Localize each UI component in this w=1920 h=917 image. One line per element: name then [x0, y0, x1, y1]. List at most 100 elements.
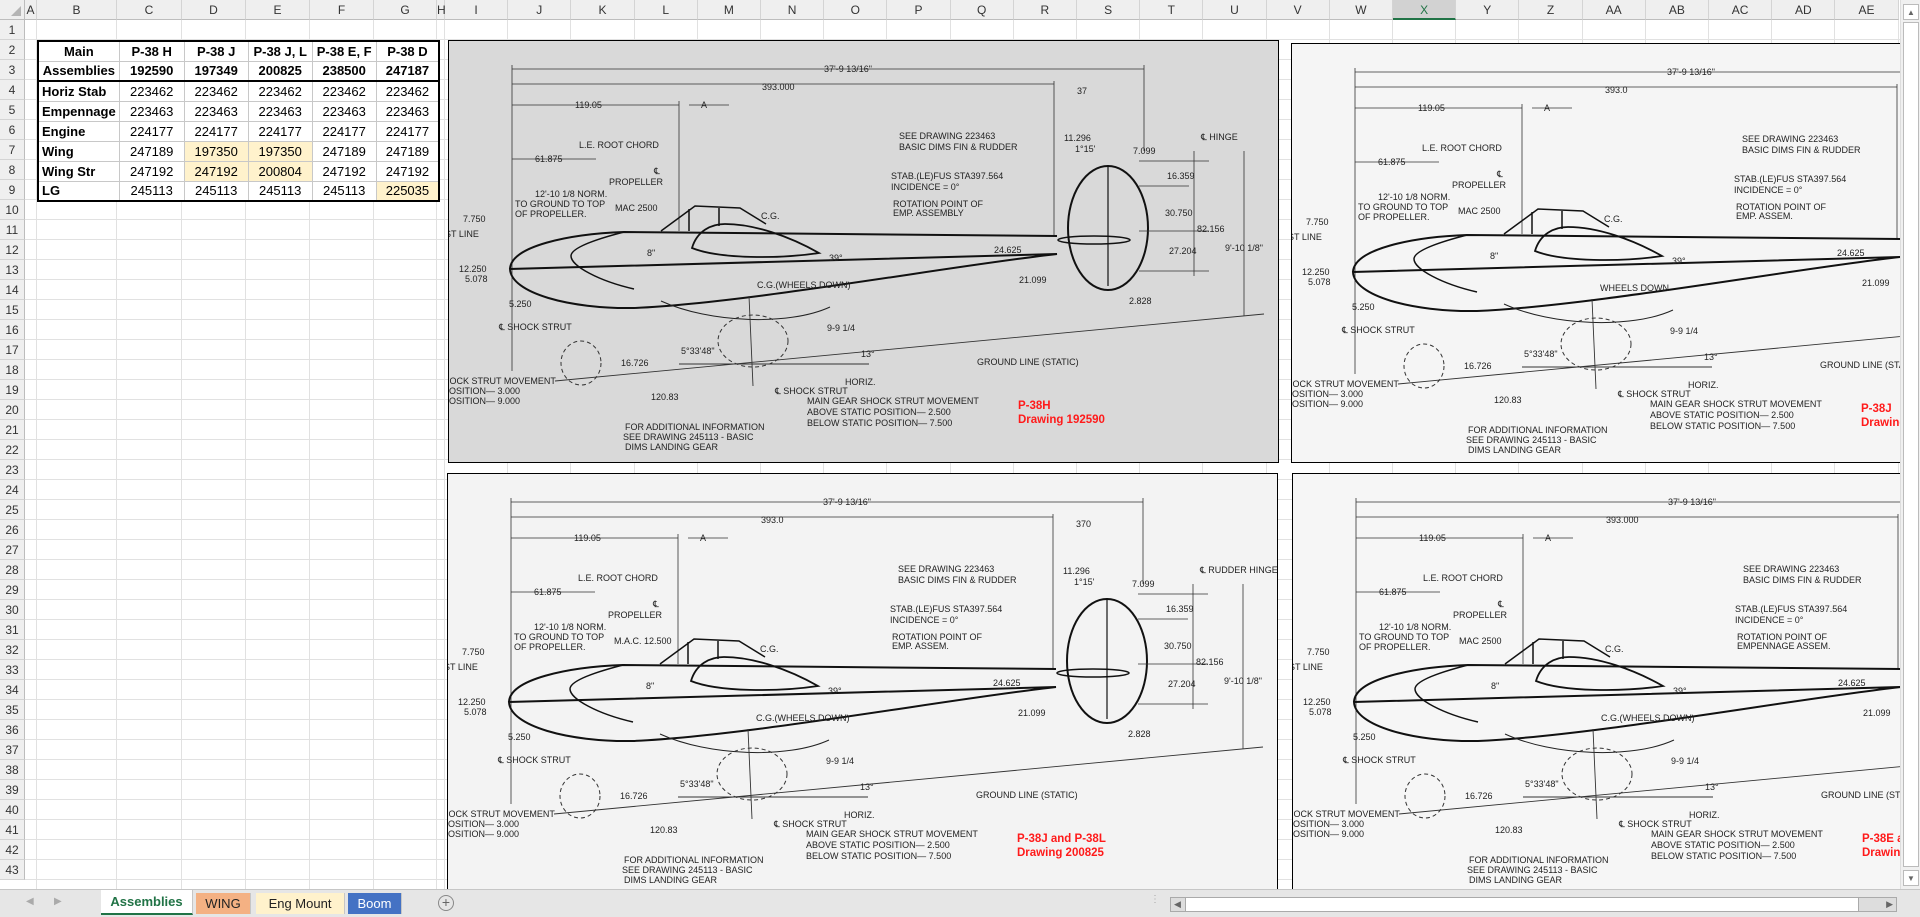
row-header[interactable]: 41: [0, 820, 25, 840]
row-header[interactable]: 12: [0, 240, 25, 260]
column-header-r[interactable]: R: [1013, 0, 1077, 20]
value-cell[interactable]: 247189: [311, 140, 377, 162]
column-header-g[interactable]: G: [374, 0, 437, 20]
row-header[interactable]: 29: [0, 580, 25, 600]
value-cell[interactable]: 223462: [247, 80, 313, 102]
value-cell[interactable]: 223463: [118, 100, 185, 122]
header-cell[interactable]: 247187: [375, 61, 440, 82]
row-header[interactable]: 18: [0, 360, 25, 380]
row-header[interactable]: 35: [0, 700, 25, 720]
column-header-f[interactable]: F: [310, 0, 374, 20]
value-cell[interactable]: 247192: [375, 160, 440, 182]
row-label-cell[interactable]: Wing Str: [37, 160, 120, 182]
row-header[interactable]: 16: [0, 320, 25, 340]
value-cell[interactable]: 224177: [311, 120, 377, 142]
value-cell[interactable]: 224177: [183, 120, 249, 142]
row-header[interactable]: 2: [0, 40, 25, 60]
row-header[interactable]: 13: [0, 260, 25, 280]
row-header[interactable]: 39: [0, 780, 25, 800]
column-header-z[interactable]: Z: [1519, 0, 1583, 20]
column-header-i[interactable]: I: [445, 0, 509, 20]
column-header-y[interactable]: Y: [1456, 0, 1520, 20]
value-cell[interactable]: 245113: [183, 180, 249, 202]
row-header[interactable]: 11: [0, 220, 25, 240]
row-label-cell[interactable]: Engine: [37, 120, 120, 142]
sheet-tab-eng-mount[interactable]: Eng Mount: [256, 893, 345, 914]
row-header[interactable]: 9: [0, 180, 25, 200]
row-header[interactable]: 21: [0, 420, 25, 440]
value-cell[interactable]: 197350: [247, 140, 313, 162]
value-cell[interactable]: 245113: [118, 180, 185, 202]
column-header-o[interactable]: O: [824, 0, 888, 20]
column-header-k[interactable]: K: [571, 0, 635, 20]
column-header-m[interactable]: M: [697, 0, 761, 20]
value-cell[interactable]: 223462: [375, 80, 440, 102]
scroll-down-icon[interactable]: ▼: [1903, 870, 1919, 886]
column-header-u[interactable]: U: [1203, 0, 1267, 20]
vertical-scroll-thumb[interactable]: [1903, 22, 1919, 867]
column-header-ab[interactable]: AB: [1645, 0, 1709, 20]
row-header[interactable]: 36: [0, 720, 25, 740]
header-cell[interactable]: P-38 J: [183, 41, 249, 62]
column-header-q[interactable]: Q: [950, 0, 1014, 20]
value-cell[interactable]: 223463: [247, 100, 313, 122]
value-cell[interactable]: 223462: [311, 80, 377, 102]
row-header[interactable]: 19: [0, 380, 25, 400]
value-cell[interactable]: 223463: [375, 100, 440, 122]
column-header-a[interactable]: A: [25, 0, 37, 20]
header-cell[interactable]: Assemblies: [37, 61, 120, 82]
row-header[interactable]: 32: [0, 640, 25, 660]
header-cell[interactable]: Main: [37, 41, 120, 62]
scroll-left-icon[interactable]: ◀: [1174, 899, 1181, 909]
value-cell[interactable]: 224177: [247, 120, 313, 142]
row-header[interactable]: 42: [0, 840, 25, 860]
horizontal-scroll-thumb[interactable]: [1185, 898, 1859, 911]
row-header[interactable]: 26: [0, 520, 25, 540]
header-cell[interactable]: P-38 J, L: [247, 41, 313, 62]
value-cell[interactable]: 200804: [247, 160, 313, 182]
column-header-s[interactable]: S: [1077, 0, 1141, 20]
row-header[interactable]: 24: [0, 480, 25, 500]
column-header-ae[interactable]: AE: [1835, 0, 1899, 20]
header-cell[interactable]: P-38 H: [118, 41, 185, 62]
column-header-aa[interactable]: AA: [1582, 0, 1646, 20]
column-header-c[interactable]: C: [117, 0, 182, 20]
row-label-cell[interactable]: Empennage: [37, 100, 120, 122]
prev-sheet-icon[interactable]: ◀: [26, 896, 34, 907]
column-header-l[interactable]: L: [634, 0, 698, 20]
column-header-e[interactable]: E: [246, 0, 310, 20]
column-header-d[interactable]: D: [182, 0, 246, 20]
sheet-tab-assemblies[interactable]: Assemblies: [101, 890, 193, 915]
row-header[interactable]: 33: [0, 660, 25, 680]
row-header[interactable]: 10: [0, 200, 25, 220]
sheet-tab-boom[interactable]: Boom: [348, 893, 402, 914]
next-sheet-icon[interactable]: ▶: [54, 896, 62, 907]
value-cell[interactable]: 223462: [118, 80, 185, 102]
row-header[interactable]: 34: [0, 680, 25, 700]
column-header-t[interactable]: T: [1140, 0, 1204, 20]
value-cell[interactable]: 197350: [183, 140, 249, 162]
value-cell[interactable]: 247189: [375, 140, 440, 162]
row-label-cell[interactable]: Wing: [37, 140, 120, 162]
row-header[interactable]: 38: [0, 760, 25, 780]
value-cell[interactable]: 224177: [375, 120, 440, 142]
column-header-v[interactable]: V: [1266, 0, 1330, 20]
row-header[interactable]: 7: [0, 140, 25, 160]
row-header[interactable]: 31: [0, 620, 25, 640]
row-header[interactable]: 1: [0, 20, 25, 40]
add-sheet-icon[interactable]: +: [438, 895, 454, 911]
row-header[interactable]: 8: [0, 160, 25, 180]
row-header[interactable]: 43: [0, 860, 25, 880]
sheet-tab-wing[interactable]: WING: [196, 893, 251, 914]
value-cell[interactable]: 223463: [183, 100, 249, 122]
value-cell[interactable]: 247192: [311, 160, 377, 182]
column-header-j[interactable]: J: [508, 0, 572, 20]
row-header[interactable]: 20: [0, 400, 25, 420]
row-header[interactable]: 28: [0, 560, 25, 580]
header-cell[interactable]: 197349: [183, 61, 249, 82]
column-header-p[interactable]: P: [887, 0, 951, 20]
